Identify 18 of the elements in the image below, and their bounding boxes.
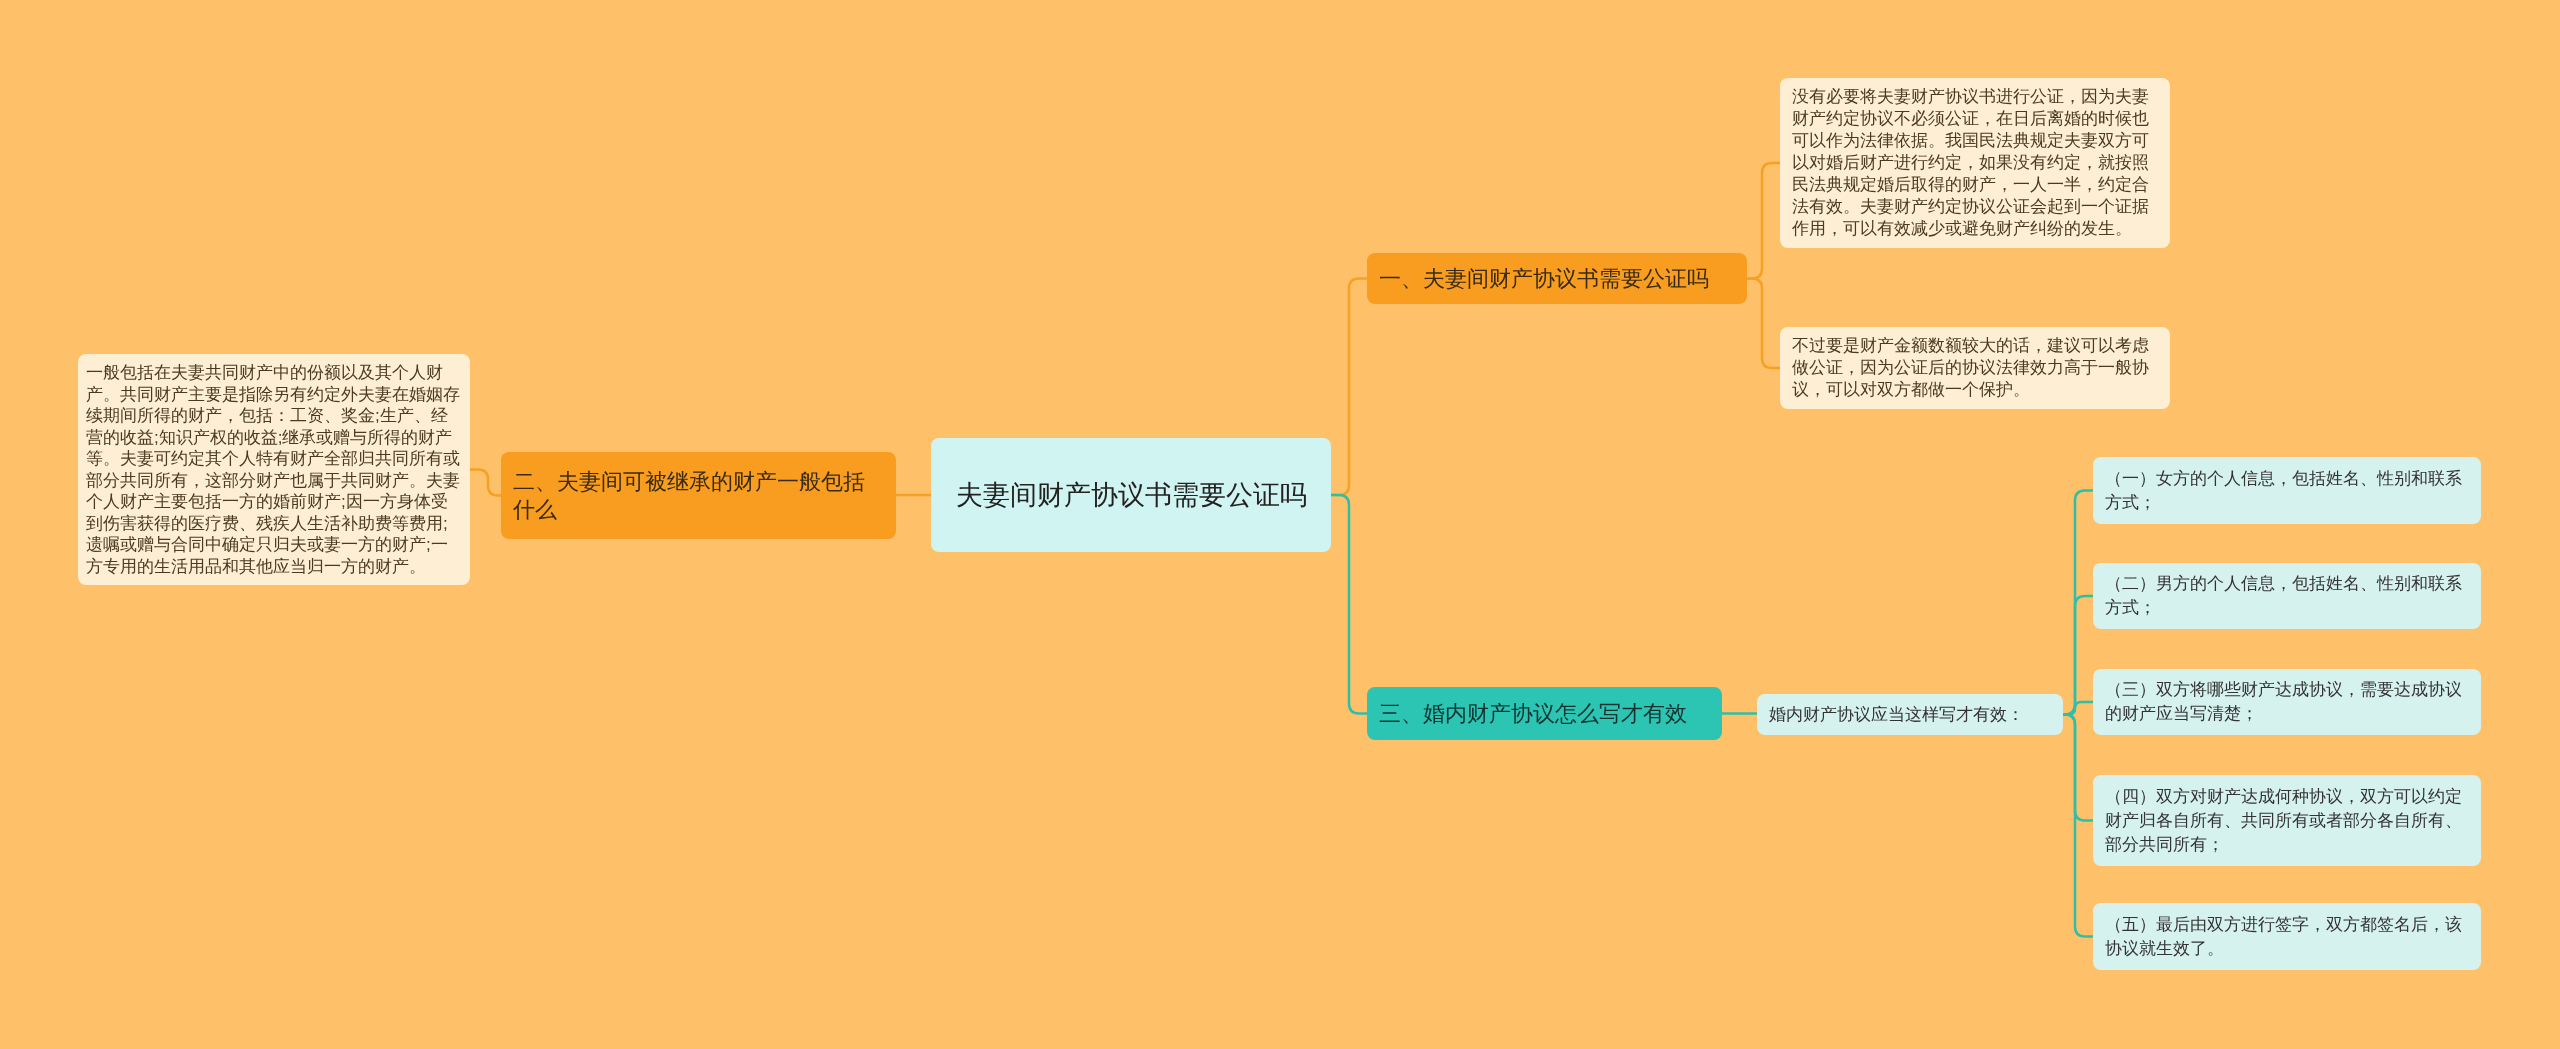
note-box: 不过要是财产金额数额较大的话，建议可以考虑做公证，因为公证后的协议法律效力高于一般协议，可以对双方都做一个保护。 xyxy=(1780,327,2170,409)
connector-line xyxy=(1331,493,1367,715)
note-box: 没有必要将夫妻财产协议书进行公证，因为夫妻财产约定协议不必须公证，在日后离婚的时候也可以作为法律依据。我国民法典规定夫妻双方可以对婚后财产进行约定，如果没有约定，就按照民法典规定婚后取得的财产，一人一半，约定合法有效。夫妻财产约定协议公证会起到一个证据作用，可以有效减少或避免财产纠纷的发生。 xyxy=(1780,78,2170,248)
list-item-box: （三）双方将哪些财产达成协议，需要达成协议的财产应当写清楚； xyxy=(2093,669,2481,735)
list-item-box: （四）双方对财产达成何种协议，双方可以约定财产归各自所有、共同所有或者部分各自所有、部分共同所有； xyxy=(2093,775,2481,866)
connector-line xyxy=(1747,277,1780,370)
subtopic-box: 婚内财产协议应当这样写才有效： xyxy=(1757,694,2063,735)
list-item-box: （一）女方的个人信息，包括姓名、性别和联系方式； xyxy=(2093,457,2481,524)
connector-line xyxy=(896,493,931,497)
connector-line xyxy=(470,468,501,497)
central-topic-box: 夫妻间财产协议书需要公证吗 xyxy=(931,438,1331,552)
branch-box: 二、夫妻间可被继承的财产一般包括什么 xyxy=(501,452,896,539)
note-box: 一般包括在夫妻共同财产中的份额以及其个人财产。共同财产主要是指除另有约定外夫妻在婚姻存续期间所得的财产，包括：工资、奖金;生产、经营的收益;知识产权的收益;继承或赠与所得的财产等。夫妻可约定其个人特有财产全部归共同所有或部分共同所有，这部分财产也属于共同财产。夫妻个人财产主要包括一方的婚前财产;因一方身体受到伤害获得的医疗费、残疾人生活补助费等费用;遗嘱或赠与合同中确定只归夫或妻一方的财产;一方专用的生活用品和其他应当归一方的财产。 xyxy=(78,354,470,585)
list-item-box: （五）最后由双方进行签字，双方都签名后，该协议就生效了。 xyxy=(2093,903,2481,970)
branch-box: 一、夫妻间财产协议书需要公证吗 xyxy=(1367,253,1747,304)
connector-line xyxy=(1722,712,1757,715)
branch-box: 三、婚内财产协议怎么写才有效 xyxy=(1367,687,1722,740)
list-item-box: （二）男方的个人信息，包括姓名、性别和联系方式； xyxy=(2093,563,2481,629)
